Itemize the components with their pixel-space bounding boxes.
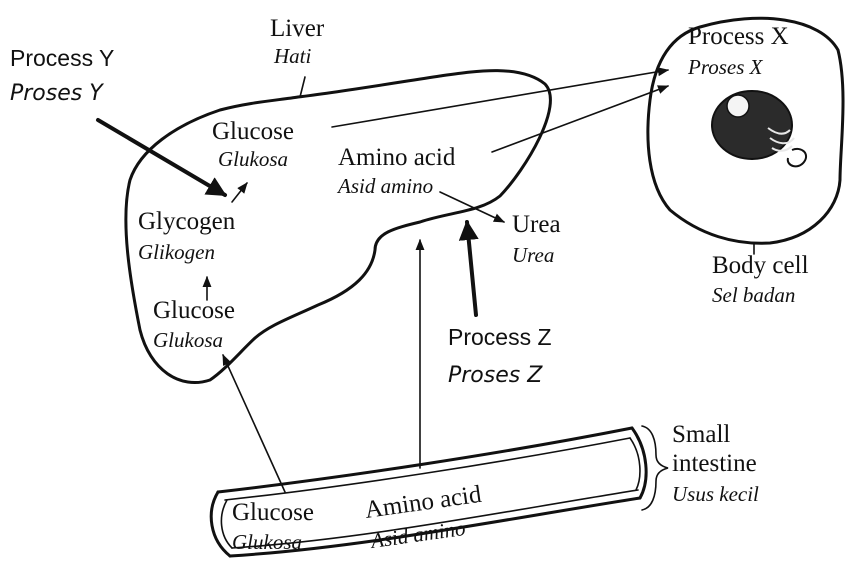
- cell-nucleolus: [727, 95, 749, 117]
- process-z-label-local: Proses Z: [448, 363, 543, 388]
- body-cell-label: Body cell: [712, 252, 809, 279]
- process-y-label-local: Proses Y: [10, 81, 104, 106]
- process-y-arrow: [98, 120, 225, 195]
- process-z-arrow: [467, 222, 476, 315]
- cell-nucleus: [712, 91, 792, 159]
- liver-glycogen-label: Glycogen: [138, 208, 236, 235]
- liver-label-local: Hati: [273, 44, 312, 68]
- small-intestine-label-local: Usus kecil: [672, 482, 759, 506]
- arrow-glycogen-to-glucose: [232, 183, 247, 202]
- cell-mitochondrion: [788, 149, 806, 166]
- process-x-label: Process X: [688, 23, 789, 50]
- small-intestine-label-line2: intestine: [672, 450, 757, 477]
- liver-glycogen-label-local: Glikogen: [138, 240, 215, 264]
- intestine-glucose-label-local: Glukosa: [232, 530, 302, 554]
- body-cell-label-local: Sel badan: [712, 283, 795, 307]
- liver-label: Liver: [270, 15, 325, 42]
- liver-amino-acid-label: Amino acid: [338, 144, 456, 171]
- liver-glucose-label: Glucose: [212, 118, 294, 145]
- arrow-glucose-to-cell: [332, 70, 668, 127]
- intestine-glucose-label: Glucose: [232, 499, 314, 526]
- liver-pointer: [300, 77, 305, 97]
- process-y-label: Process Y: [10, 45, 114, 71]
- process-z-label: Process Z: [448, 324, 552, 350]
- liver-glucose-lower-label: Glucose: [153, 297, 235, 324]
- cell-organelles: [712, 91, 806, 166]
- small-intestine-label-line1: Small: [672, 421, 730, 448]
- liver-glucose-lower-label-local: Glukosa: [153, 328, 223, 352]
- arrow-amino-to-urea: [440, 192, 504, 222]
- urea-label-local: Urea: [512, 243, 554, 267]
- arrow-intestine-glucose-to-liver: [223, 355, 285, 492]
- liver-amino-acid-label-local: Asid amino: [336, 174, 433, 198]
- process-x-label-local: Proses X: [687, 55, 764, 79]
- intestine-amino-acid-label: Amino acid: [363, 481, 483, 524]
- urea-label: Urea: [512, 211, 561, 238]
- liver-glucose-label-local: Glukosa: [218, 147, 288, 171]
